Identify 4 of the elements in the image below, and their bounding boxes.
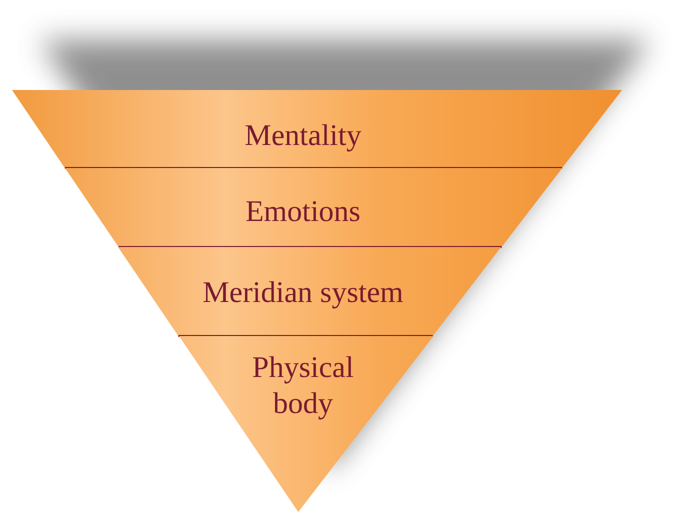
level-label: Physical body	[251, 350, 355, 422]
level-label: Emotions	[244, 194, 362, 230]
level-label: Meridian system	[202, 275, 404, 311]
level-label: Mentality	[244, 118, 362, 154]
